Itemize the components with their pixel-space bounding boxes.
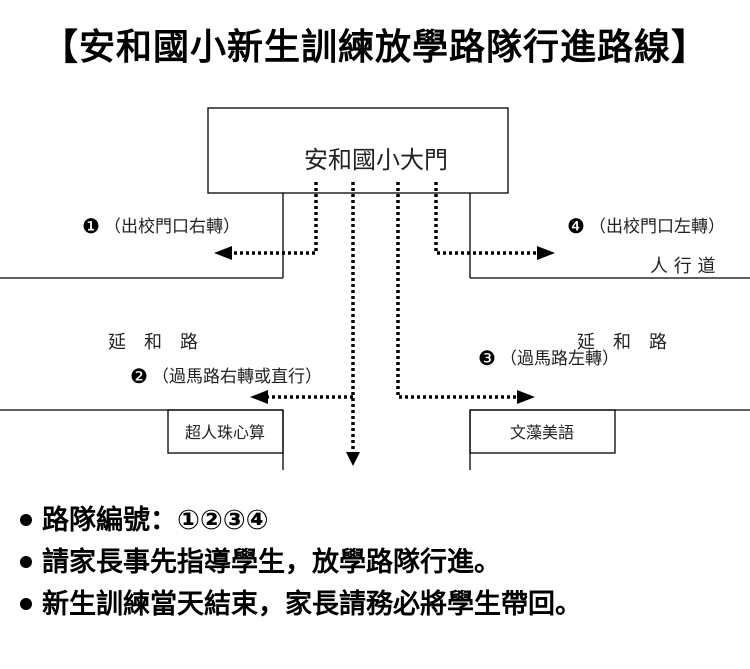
note-item: 新生訓練當天結束，家長請務必將學生帶回。 (20, 584, 582, 626)
notes-list: 路隊編號：①②③④ 請家長事先指導學生，放學路隊行進。 新生訓練當天結束，家長請… (20, 500, 582, 626)
route-1-arrowhead (214, 246, 232, 260)
route-2-text: （過馬路右轉或直行） (152, 367, 322, 387)
shop-label-right: 文藻美語 (510, 423, 574, 442)
bullet-icon (20, 555, 32, 568)
note-item: 路隊編號：①②③④ (20, 500, 582, 542)
sidewalk-label: 人 行 道 (650, 256, 715, 277)
note-item: 請家長事先指導學生，放學路隊行進。 (20, 542, 582, 584)
road-label-right: 延 和 路 (577, 332, 667, 353)
route-2-branch-arrowhead (250, 390, 268, 404)
school-gate-box (207, 107, 509, 194)
route-1-number: ❶ (82, 214, 100, 238)
route-3-arrowhead (517, 390, 535, 404)
route-1-path (232, 182, 318, 255)
note-text: 新生訓練當天結束，家長請務必將學生帶回。 (42, 589, 582, 620)
bullet-icon (20, 597, 32, 610)
page-title: 【安和國小新生訓練放學路隊行進路線】 (41, 27, 708, 68)
note-text: 請家長事先指導學生，放學路隊行進。 (42, 547, 501, 578)
bullet-icon (20, 513, 32, 526)
route-3-number: ❸ (478, 346, 496, 370)
gate-label: 安和國小大門 (304, 146, 448, 174)
route-2-number: ❷ (130, 364, 148, 388)
route-2-arrowhead (346, 452, 360, 466)
route-3-path (396, 182, 520, 399)
shop-label-left: 超人珠心算 (185, 423, 265, 442)
shop-box-left (167, 409, 284, 454)
route-1-text: （出校門口右轉） (104, 217, 240, 237)
route-4-arrowhead (537, 246, 555, 260)
route-4-text: （出校門口左轉） (589, 217, 725, 237)
note-text: 路隊編號：①②③④ (42, 505, 269, 536)
road-label-left: 延 和 路 (108, 332, 198, 353)
shop-box-right (469, 409, 616, 454)
route-4-path (434, 182, 540, 255)
route-4-number: ❹ (567, 214, 585, 238)
route-3-text: （過馬路左轉） (500, 349, 619, 369)
